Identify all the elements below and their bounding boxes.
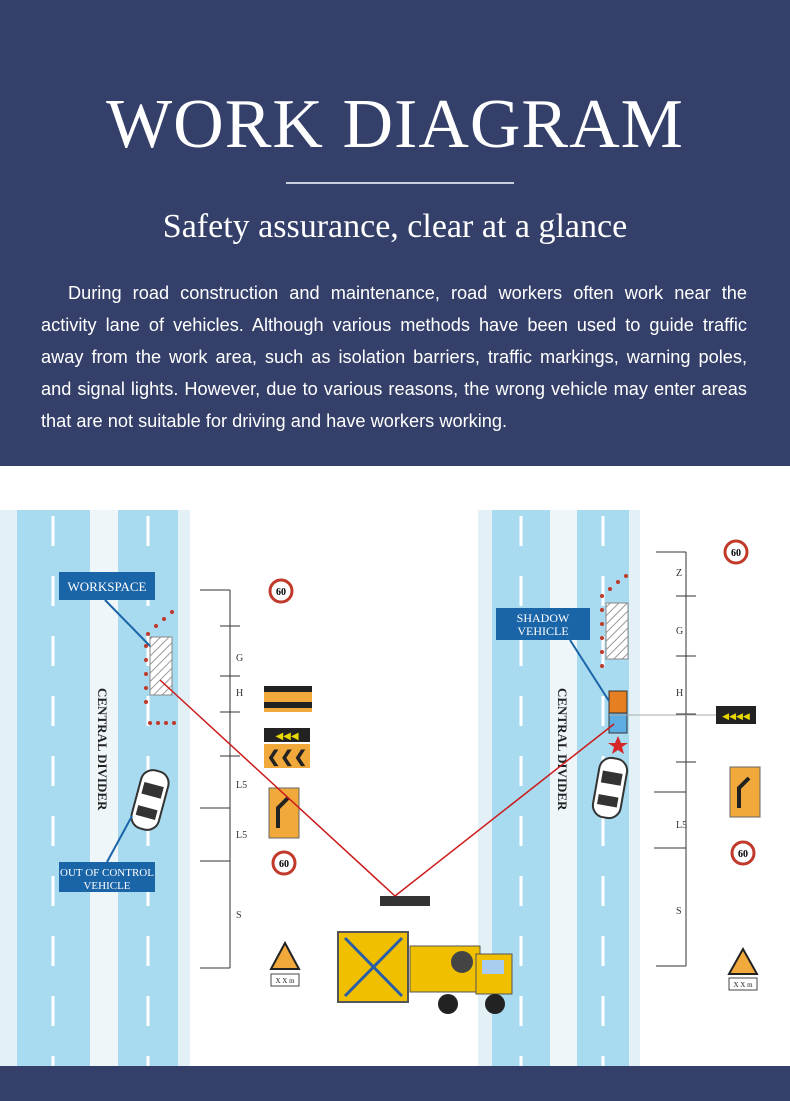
svg-text:60: 60 <box>279 859 289 870</box>
left-dim-h: H <box>236 688 243 699</box>
attenuator-truck <box>337 896 513 1014</box>
left-barrier-sign <box>264 686 312 712</box>
page-title: WORK DIAGRAM <box>106 86 684 163</box>
left-dim-s: S <box>236 910 242 921</box>
left-dim-l5b: L5 <box>236 830 247 841</box>
left-roadwork-sign: X X m <box>269 940 301 987</box>
right-dim-l5: L5 <box>676 820 687 831</box>
out-of-control-label-line1: OUT OF CONTROL <box>60 867 154 879</box>
right-dim-h: H <box>676 688 683 699</box>
right-workspace-zone <box>605 602 629 660</box>
shadow-vehicle-label-box <box>496 608 590 640</box>
right-speed-sign-top: 60 <box>723 539 749 565</box>
left-workspace-zone <box>149 636 173 696</box>
intro-paragraph: During road construction and maintenance… <box>41 283 747 431</box>
right-speed-sign-bottom: 60 <box>730 840 756 866</box>
shadow-vehicle-label-line2: VEHICLE <box>517 624 568 638</box>
left-impact-line <box>159 679 396 897</box>
left-arrow-board: ◀◀◀ <box>264 728 310 742</box>
right-cone-line <box>600 574 628 668</box>
right-lane-merge-sign <box>729 766 761 818</box>
svg-text:60: 60 <box>276 587 286 598</box>
left-central-divider-label: CENTRAL DIVIDER <box>95 688 110 811</box>
left-dim-l5a: L5 <box>236 780 247 791</box>
svg-text:X X m: X X m <box>275 977 295 985</box>
svg-text:60: 60 <box>738 849 748 860</box>
right-dim-labels: Z G H L5 S <box>676 568 687 917</box>
right-arrow-board: ◀◀◀◀ <box>716 706 756 724</box>
out-of-control-car <box>130 769 170 831</box>
svg-text:60: 60 <box>731 548 741 559</box>
left-lane-merge-sign <box>268 787 300 839</box>
svg-text:❮❮❮: ❮❮❮ <box>267 749 307 767</box>
workspace-label-box <box>59 572 155 600</box>
right-roadwork-sign: X X m <box>727 946 759 991</box>
page-subtitle: Safety assurance, clear at a glance <box>162 208 628 245</box>
right-dim-z: Z <box>676 568 682 579</box>
left-speed-sign-top: 60 <box>268 578 294 604</box>
left-speed-sign-bottom: 60 <box>271 850 297 876</box>
right-impact-line <box>394 723 615 897</box>
left-dimension-scale <box>200 589 240 969</box>
work-diagram: CENTRAL DIVIDER WORKSPACE OUT OF CONTROL… <box>0 466 790 1066</box>
shadow-vehicle <box>608 690 628 754</box>
right-dim-s: S <box>676 906 682 917</box>
shadow-vehicle-pointer <box>569 639 610 702</box>
right-dimension-scale <box>654 551 696 967</box>
shadow-vehicle-label-line1: SHADOW <box>517 611 570 625</box>
svg-text:◀◀◀: ◀◀◀ <box>275 731 298 742</box>
title-divider <box>286 182 514 184</box>
workspace-pointer <box>104 599 151 647</box>
right-dim-g: G <box>676 626 683 637</box>
work-diagram-svg: CENTRAL DIVIDER WORKSPACE OUT OF CONTROL… <box>0 510 761 1066</box>
left-dim-g: G <box>236 653 243 664</box>
left-dim-labels: G H L5 L5 S <box>236 653 247 921</box>
left-chevron-sign: ❮❮❮ <box>264 744 310 768</box>
left-cone-line <box>144 610 176 725</box>
out-of-control-label-line2: VEHICLE <box>83 880 130 892</box>
out-of-control-label-box <box>59 862 155 892</box>
right-car <box>591 756 629 820</box>
footer-band <box>0 1066 790 1101</box>
svg-text:X X m: X X m <box>733 981 753 989</box>
workspace-label: WORKSPACE <box>68 579 147 594</box>
out-of-control-pointer <box>106 815 133 863</box>
header-panel: WORK DIAGRAM Safety assurance, clear at … <box>0 0 790 466</box>
right-central-divider-label: CENTRAL DIVIDER <box>555 688 570 811</box>
svg-text:◀◀◀◀: ◀◀◀◀ <box>722 711 750 721</box>
